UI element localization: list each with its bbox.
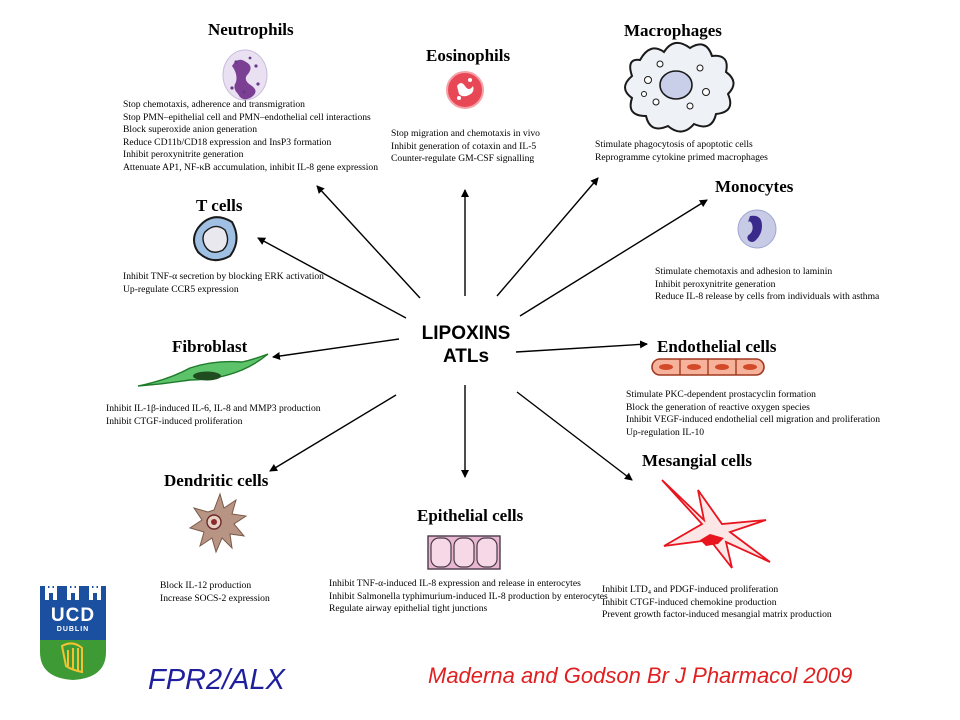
title-dendritic: Dendritic cells bbox=[164, 471, 269, 490]
arrow-to-macrophages bbox=[496, 177, 599, 297]
receptor-label: FPR2/ALX bbox=[148, 664, 285, 696]
ucd-crest-icon bbox=[40, 585, 106, 680]
citation: Maderna and Godson Br J Pharmacol 2009 bbox=[428, 663, 853, 688]
center-line-2: ATLs bbox=[442, 346, 490, 367]
effect-item: Prevent growth factor-induced mesangial … bbox=[602, 609, 832, 621]
title-eosinophils: Eosinophils bbox=[426, 46, 511, 65]
effect-item: Stop migration and chemotaxis in vivo bbox=[391, 128, 540, 141]
effect-item: Counter-regulate GM-CSF signalling bbox=[391, 153, 535, 165]
arrow-to-t-cells bbox=[257, 237, 407, 319]
effect-item: Up-regulation IL-10 bbox=[626, 426, 705, 438]
logo-dublin-text: DUBLIN bbox=[56, 626, 90, 633]
dendritic-image bbox=[188, 492, 248, 554]
epithelial-image bbox=[427, 535, 501, 570]
effect-item: Stimulate PKC-dependent prostacyclin for… bbox=[626, 389, 816, 400]
arrow-to-dendritic bbox=[269, 394, 397, 472]
effects-monocytes: Stimulate chemotaxis and adhesion to lam… bbox=[655, 266, 879, 304]
effect-item: Stimulate chemotaxis and adhesion to lam… bbox=[655, 266, 833, 277]
t-cell-image bbox=[193, 216, 238, 262]
effect-item: Block the generation of reactive oxygen … bbox=[626, 401, 810, 413]
center-label: LIPOXINS ATLs bbox=[410, 322, 522, 368]
effects-endothelial: Stimulate PKC-dependent prostacyclin for… bbox=[626, 389, 880, 439]
effect-item: Inhibit IL-1β-induced IL-6, IL-8 and MMP… bbox=[106, 403, 321, 414]
arrow-to-mesangial bbox=[516, 391, 633, 481]
effect-item: Reprogramme cytokine primed macrophages bbox=[595, 151, 768, 163]
title-fibroblast: Fibroblast bbox=[172, 337, 248, 356]
monocyte-image bbox=[737, 209, 777, 249]
effect-item: Inhibit Salmonella typhimurium-induced I… bbox=[329, 590, 608, 602]
effect-item: Inhibit LTD₄ and PDGF-induced proliferat… bbox=[602, 584, 779, 595]
effects-macrophages: Stimulate phagocytosis of apoptotic cell… bbox=[595, 139, 768, 164]
arrow-to-endothelial bbox=[515, 340, 648, 353]
effects-epithelial: Inhibit TNF-α-induced IL-8 expression an… bbox=[329, 578, 608, 616]
macrophage-image bbox=[624, 41, 735, 133]
effect-item: Regulate airway epithelial tight junctio… bbox=[329, 603, 488, 615]
effect-item: Block IL-12 production bbox=[160, 580, 252, 591]
neutrophil-image bbox=[222, 49, 268, 101]
effect-item: Stimulate phagocytosis of apoptotic cell… bbox=[595, 139, 753, 150]
effect-item: Reduce IL-8 release by cells from indivi… bbox=[655, 291, 880, 303]
title-mesangial: Mesangial cells bbox=[642, 451, 753, 470]
effect-item: Inhibit CTGF-induced proliferation bbox=[106, 415, 243, 427]
arrow-to-monocytes bbox=[519, 199, 708, 317]
effect-item: Block superoxide anion generation bbox=[123, 124, 258, 136]
effect-item: Stop chemotaxis, adherence and transmigr… bbox=[123, 99, 305, 110]
effect-item: Inhibit TNF-α-induced IL-8 expression an… bbox=[329, 578, 581, 589]
effect-item: Inhibit VEGF-induced endothelial cell mi… bbox=[626, 414, 880, 426]
effects-fibroblast: Inhibit IL-1β-induced IL-6, IL-8 and MMP… bbox=[106, 403, 321, 428]
effect-item: Inhibit peroxynitrite generation bbox=[655, 278, 776, 290]
effects-dendritic: Block IL-12 production Increase SOCS-2 e… bbox=[160, 580, 270, 605]
effects-t-cells: Inhibit TNF-α secretion by blocking ERK … bbox=[123, 271, 324, 296]
effect-item: Inhibit peroxynitrite generation bbox=[123, 149, 244, 161]
effects-eosinophils: Stop migration and chemotaxis in vivo In… bbox=[391, 128, 540, 166]
effect-item: Up-regulate CCR5 expression bbox=[123, 283, 239, 295]
eosinophil-image bbox=[446, 71, 484, 109]
endothelial-image bbox=[651, 358, 765, 376]
ucd-logo: UCD DUBLIN bbox=[38, 574, 108, 682]
center-line-1: LIPOXINS bbox=[421, 323, 511, 344]
title-macrophages: Macrophages bbox=[624, 21, 722, 40]
arrow-to-neutrophils bbox=[316, 185, 421, 299]
mesangial-image bbox=[661, 479, 771, 569]
effect-text: Stop migration and chemotaxis in vivo bbox=[391, 128, 540, 139]
fibroblast-image bbox=[137, 353, 269, 387]
title-endothelial: Endothelial cells bbox=[657, 337, 777, 356]
effects-neutrophils: Stop chemotaxis, adherence and transmigr… bbox=[123, 99, 378, 175]
effect-item: Reduce CD11b/CD18 expression and InsP3 f… bbox=[123, 136, 332, 148]
effect-item: Attenuate AP1, NF-κB accumulation, inhib… bbox=[123, 161, 379, 173]
title-epithelial: Epithelial cells bbox=[417, 506, 524, 525]
effect-item: Inhibit generation of cotaxin and IL-5 bbox=[391, 140, 537, 152]
effect-item: Increase SOCS-2 expression bbox=[160, 592, 270, 604]
effect-item: Inhibit CTGF-induced chemokine productio… bbox=[602, 596, 777, 608]
title-t-cells: T cells bbox=[196, 196, 243, 215]
effect-item: Inhibit TNF-α secretion by blocking ERK … bbox=[123, 271, 324, 282]
title-monocytes: Monocytes bbox=[715, 177, 794, 196]
effect-item: Stop PMN–epithelial cell and PMN–endothe… bbox=[123, 111, 371, 123]
title-neutrophils: Neutrophils bbox=[208, 20, 294, 39]
logo-ucd-text: UCD bbox=[50, 605, 96, 626]
effects-mesangial: Inhibit LTD₄ and PDGF-induced proliferat… bbox=[602, 584, 832, 622]
arrow-to-fibroblast bbox=[272, 338, 400, 360]
